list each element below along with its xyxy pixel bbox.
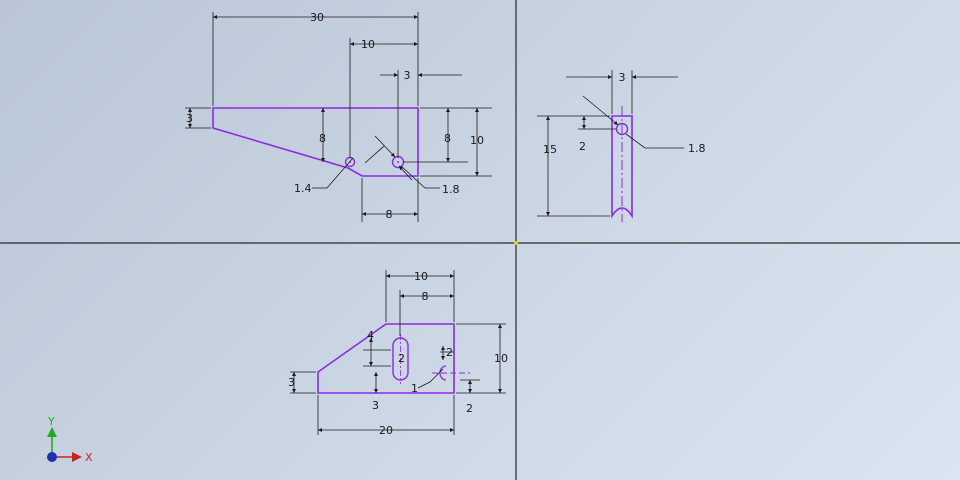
top-dim-bottom-3[interactable]: 3 [372,399,379,412]
leader-hole-large[interactable] [400,165,440,189]
front-dim-10-right[interactable]: 10 [470,134,484,147]
leader-hole-small[interactable] [312,157,354,189]
top-dim-slot-4[interactable]: 4 [367,329,374,342]
front-hole-large-center [397,161,399,163]
top-hidden-hole[interactable] [439,365,447,381]
view-center-dot [514,241,518,245]
top-dim-hole-2[interactable]: 2 [446,346,453,359]
front-dim-8-left[interactable]: 8 [319,132,326,145]
top-dim-10[interactable]: 10 [414,270,428,283]
front-dim-30[interactable]: 30 [310,11,324,24]
top-dim-right-10[interactable]: 10 [494,352,508,365]
leader-top-hole[interactable] [417,368,444,389]
front-view-profile[interactable] [212,107,419,177]
front-dim-hole-large[interactable]: 1.8 [442,183,460,196]
front-dim-3[interactable]: 3 [404,69,411,82]
front-dim-bottom-8[interactable]: 8 [386,208,393,221]
front-dim-left-3[interactable]: 3 [186,112,193,125]
top-dim-8[interactable]: 8 [422,290,429,303]
axis-y-label: Y [47,415,55,428]
top-dim-right-2[interactable]: 2 [466,402,473,415]
side-dim-15[interactable]: 15 [543,143,557,156]
top-dim-left-3[interactable]: 3 [288,376,295,389]
side-dim-hole[interactable]: 1.8 [688,142,706,155]
front-dim-hole-small[interactable]: 1.4 [294,182,312,195]
top-dim-hole-1[interactable]: 1 [411,382,418,395]
front-dim-10[interactable]: 10 [361,38,375,51]
top-dim-20[interactable]: 20 [379,424,393,437]
side-view: 3 15 2 1.8 [537,70,706,222]
side-dim-2[interactable]: 2 [579,140,586,153]
front-dim-8-right[interactable]: 8 [444,132,451,145]
side-hole[interactable] [615,122,629,136]
side-dim-3[interactable]: 3 [619,71,626,84]
front-view: 30 10 3 3 8 8 10 8 1.4 1.8 [185,11,492,222]
origin-icon [47,452,57,462]
axis-y-arrow-icon [47,427,57,437]
side-view-profile[interactable] [611,115,633,219]
leader-side-hole[interactable] [625,133,684,149]
top-view-profile[interactable] [317,323,455,394]
top-dim-slot-2[interactable]: 2 [398,352,405,365]
coordinate-triad[interactable]: Y X [47,415,93,464]
top-view: 10 8 4 2 2 10 3 3 2 1 20 [288,270,508,437]
axis-x-label: X [85,451,93,464]
axis-x-arrow-icon [72,452,82,462]
